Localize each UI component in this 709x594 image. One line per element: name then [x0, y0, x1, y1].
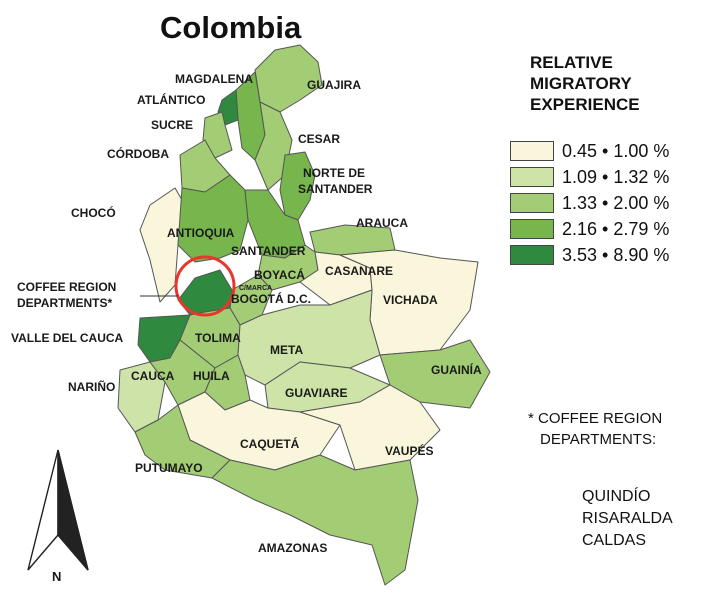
label-arauca: ARAUCA	[356, 216, 408, 230]
legend-item: 2.16 • 2.79 %	[510, 216, 705, 242]
label-cauca: CAUCA	[131, 369, 175, 383]
label-vaupes: VAUPÉS	[385, 444, 434, 458]
label-narino: NARIÑO	[68, 380, 116, 394]
label-meta: META	[270, 343, 304, 357]
legend-title-line: RELATIVE	[530, 53, 613, 72]
coffee-department: RISARALDA	[582, 510, 673, 527]
label-guajira: GUAJIRA	[307, 78, 362, 92]
dept-shape-norte-santander	[279, 151, 316, 221]
legend-range: 3.53 • 8.90 %	[562, 244, 670, 265]
legend-item: 3.53 • 8.90 %	[510, 242, 705, 268]
legend-swatch	[510, 245, 554, 265]
legend-swatch	[510, 193, 554, 213]
dept-shape-amazonas	[211, 454, 419, 586]
legend-title-line: MIGRATORY	[530, 74, 632, 93]
legend-item: 1.09 • 1.32 %	[510, 164, 705, 190]
legend: 0.45 • 1.00 % 1.09 • 1.32 % 1.33 • 2.00 …	[510, 138, 705, 268]
label-antioquia: ANTIOQUIA	[167, 226, 235, 240]
label-guaviare: GUAVIARE	[285, 386, 348, 400]
north-arrow-icon	[27, 449, 89, 571]
label-boyaca: BOYACÁ	[254, 268, 305, 282]
label-cordoba: CÓRDOBA	[107, 147, 169, 161]
label-choco: CHOCÓ	[71, 206, 116, 220]
legend-item: 1.33 • 2.00 %	[510, 190, 705, 216]
note-line: * COFFEE REGION	[528, 410, 663, 427]
legend-range: 2.16 • 2.79 %	[562, 218, 670, 239]
label-magdalena: MAGDALENA	[175, 72, 253, 86]
label-coffee-region-line1: COFFEE REGION	[17, 280, 117, 294]
dept-shape-antioquia	[177, 174, 249, 263]
label-norte-santander: SANTANDER	[298, 182, 373, 196]
legend-title-line: EXPERIENCE	[530, 95, 640, 114]
coffee-department-list: QUINDÍO RISARALDA CALDAS	[582, 486, 673, 552]
label-coffee-region-line2: DEPARTMENTS*	[17, 296, 113, 310]
label-bogota: BOGOTÁ D.C.	[231, 292, 311, 306]
north-arrow-label: N	[52, 569, 62, 584]
label-amazonas: AMAZONAS	[258, 541, 328, 555]
note-line: DEPARTMENTS:	[540, 431, 657, 448]
label-caqueta: CAQUETÁ	[240, 437, 300, 451]
legend-range: 0.45 • 1.00 %	[562, 140, 670, 161]
label-casanare: CASANARE	[325, 264, 394, 278]
label-atlantico: ATLÁNTICO	[137, 93, 206, 107]
legend-item: 0.45 • 1.00 %	[510, 138, 705, 164]
coffee-region-highlight-circle	[174, 255, 236, 317]
label-sucre: SUCRE	[151, 118, 194, 132]
label-huila: HUILA	[193, 369, 230, 383]
legend-range: 1.33 • 2.00 %	[562, 192, 670, 213]
label-guainia: GUAINÍA	[431, 363, 482, 377]
label-putumayo: PUTUMAYO	[135, 461, 203, 475]
dept-shape-vaupes	[299, 384, 441, 471]
label-valle-del-cauca: VALLE DEL CAUCA	[11, 331, 124, 345]
legend-swatch	[510, 219, 554, 239]
label-cesar: CESAR	[298, 132, 341, 146]
label-tolima: TOLIMA	[195, 331, 241, 345]
legend-title: RELATIVE MIGRATORY EXPERIENCE	[530, 52, 700, 115]
coffee-department: QUINDÍO	[582, 488, 651, 505]
coffee-department: CALDAS	[582, 532, 647, 549]
legend-swatch	[510, 167, 554, 187]
label-cundinamarca: C/MARCA	[239, 285, 273, 292]
label-norte-de: NORTE DE	[303, 166, 366, 180]
coffee-region-note: * COFFEE REGION DEPARTMENTS:	[528, 408, 662, 450]
legend-range: 1.09 • 1.32 %	[562, 166, 670, 187]
label-santander: SANTANDER	[231, 244, 306, 258]
legend-swatch	[510, 141, 554, 161]
map-title: Colombia	[160, 10, 302, 45]
dept-shape-sucre	[202, 111, 233, 159]
label-vichada: VICHADA	[383, 293, 438, 307]
